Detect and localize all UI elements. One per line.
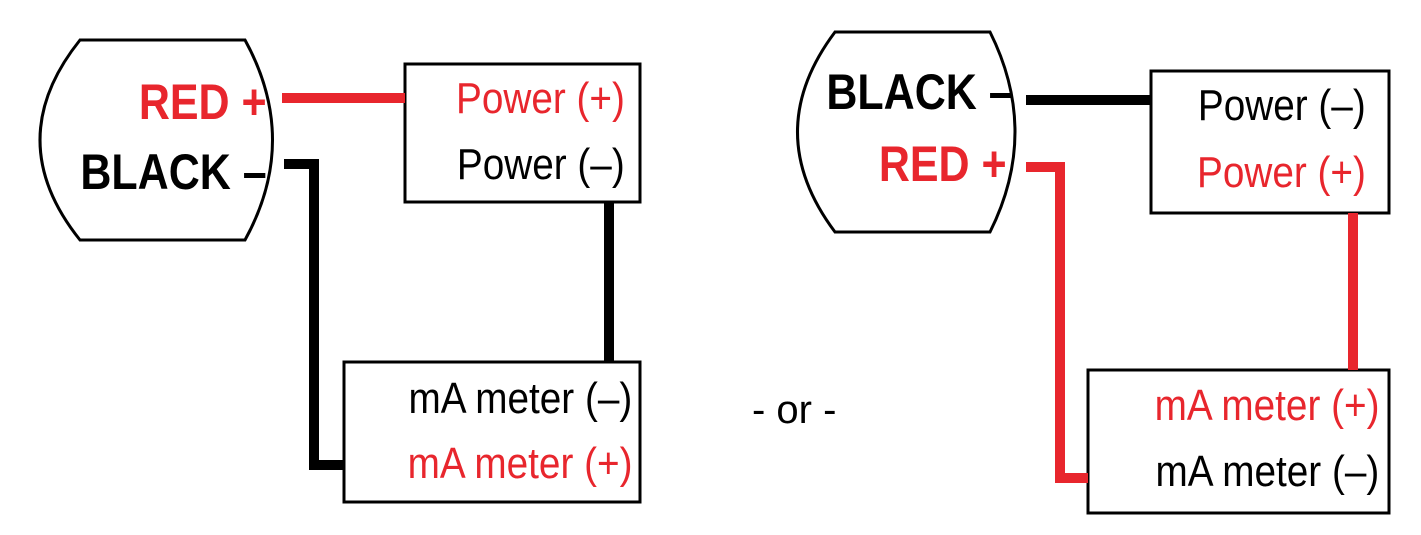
right-power-plus-label: Power (+): [1197, 148, 1366, 197]
right-meter-box: [1086, 368, 1391, 515]
right-power-minus-label: Power (–): [1198, 81, 1366, 130]
left-sensor-black-label: BLACK –: [80, 144, 267, 200]
right-power-box: [1149, 69, 1391, 215]
right-meter-plus-label: mA meter (+): [1154, 381, 1379, 430]
left-diagram: [38, 38, 642, 504]
or-separator: - or -: [752, 388, 837, 432]
right-sensor-black-label: BLACK –: [826, 64, 1013, 120]
left-power-plus-label: Power (+): [456, 74, 625, 123]
left-meter-box: [342, 360, 642, 504]
left-sensor-red-label: RED +: [139, 74, 267, 130]
right-sensor-outline: [796, 30, 1017, 234]
left-meter-plus-label: mA meter (+): [407, 439, 632, 488]
right-meter-minus-label: mA meter (–): [1155, 447, 1379, 496]
right-red-wire-to-meter: [1026, 162, 1088, 483]
right-diagram: [796, 30, 1391, 515]
left-meter-minus-label: mA meter (–): [408, 374, 632, 423]
right-sensor-red-label: RED +: [879, 136, 1007, 192]
left-sensor-outline: [38, 38, 274, 242]
left-power-minus-label: Power (–): [457, 140, 625, 189]
left-black-wire-to-meter: [284, 159, 344, 470]
left-power-box: [403, 62, 642, 204]
